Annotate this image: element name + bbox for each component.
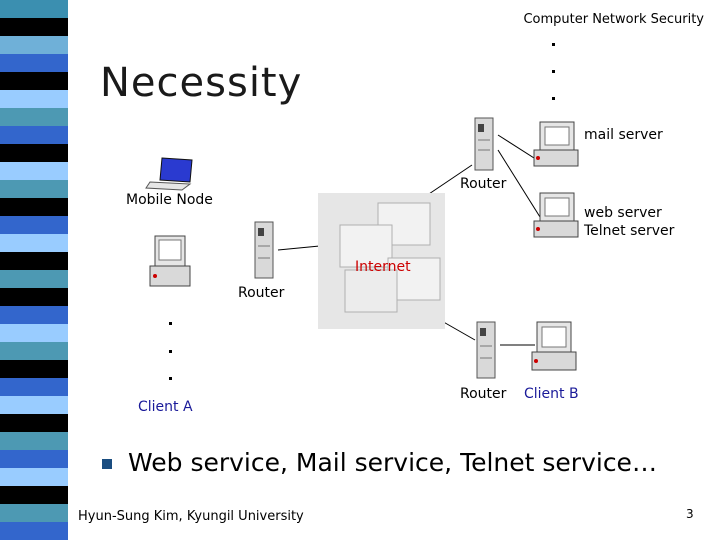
ellipsis-dot — [169, 322, 172, 325]
mail-server-label: mail server — [584, 127, 663, 143]
internet-cloud — [318, 193, 445, 329]
router-bottom-icon — [476, 321, 496, 379]
router-left-label: Router — [238, 285, 285, 301]
ellipsis-dot — [169, 377, 172, 380]
telnet-server-label: Telnet server — [584, 223, 675, 239]
router-bottom-label: Router — [460, 386, 507, 402]
client-a-label: Client A — [138, 399, 193, 415]
decorative-stripe — [0, 0, 68, 540]
web-server-icon — [533, 192, 579, 238]
ellipsis-dot — [552, 43, 555, 46]
client-b-computer-icon — [531, 321, 577, 371]
ellipsis-dot — [169, 350, 172, 353]
mobile-node-laptop-icon — [145, 157, 193, 191]
page-number: 3 — [686, 507, 694, 521]
course-header: Computer Network Security — [523, 12, 704, 27]
router-top-label: Router — [460, 176, 507, 192]
bullet-text: Web service, Mail service, Telnet servic… — [128, 448, 657, 477]
client-b-label: Client B — [524, 386, 579, 402]
ellipsis-dot — [552, 97, 555, 100]
mail-server-icon — [533, 121, 579, 167]
client-a-computer-icon — [149, 235, 191, 287]
internet-label: Internet — [355, 259, 411, 275]
ellipsis-dot — [552, 70, 555, 73]
footer-author: Hyun-Sung Kim, Kyungil University — [78, 509, 304, 524]
router-top-icon — [474, 117, 494, 171]
slide-title: Necessity — [100, 60, 303, 106]
web-server-label: web server — [584, 205, 662, 221]
mobile-node-label: Mobile Node — [126, 192, 213, 208]
bullet-square-icon — [102, 459, 112, 469]
router-left-icon — [254, 221, 274, 279]
